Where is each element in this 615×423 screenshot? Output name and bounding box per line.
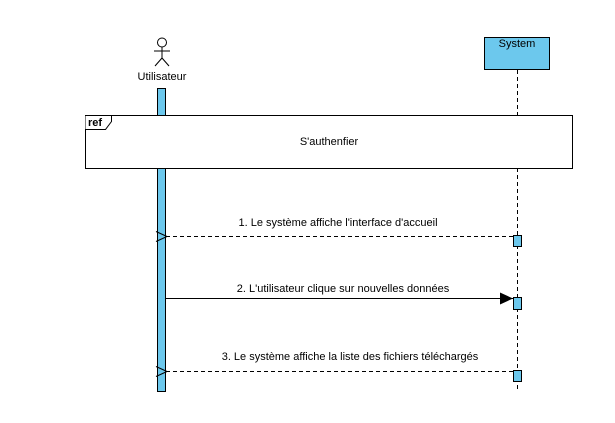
system-object-box (484, 37, 550, 70)
system-activation-3 (513, 370, 522, 382)
ref-frame: ref S'authenfier (85, 115, 573, 169)
message-2: 2. L'utilisateur clique sur nouvelles do… (166, 283, 513, 305)
message-3-label: 3. Le système affiche la liste des fichi… (222, 351, 479, 363)
actor-icon (154, 37, 170, 67)
message-3: 3. Le système affiche la liste des fichi… (167, 351, 513, 372)
message-1: 1. Le système affiche l'interface d'accu… (167, 217, 513, 237)
system-activation-2 (513, 297, 522, 310)
message-1-label: 1. Le système affiche l'interface d'accu… (238, 217, 437, 229)
ref-frame-tag: ref (88, 117, 102, 129)
message-2-label: 2. L'utilisateur clique sur nouvelles do… (237, 283, 450, 295)
system-name: System (499, 38, 536, 50)
ref-frame-label: S'authenfier (300, 136, 359, 148)
system-activation-1 (513, 235, 522, 247)
actor-name: Utilisateur (138, 71, 187, 83)
